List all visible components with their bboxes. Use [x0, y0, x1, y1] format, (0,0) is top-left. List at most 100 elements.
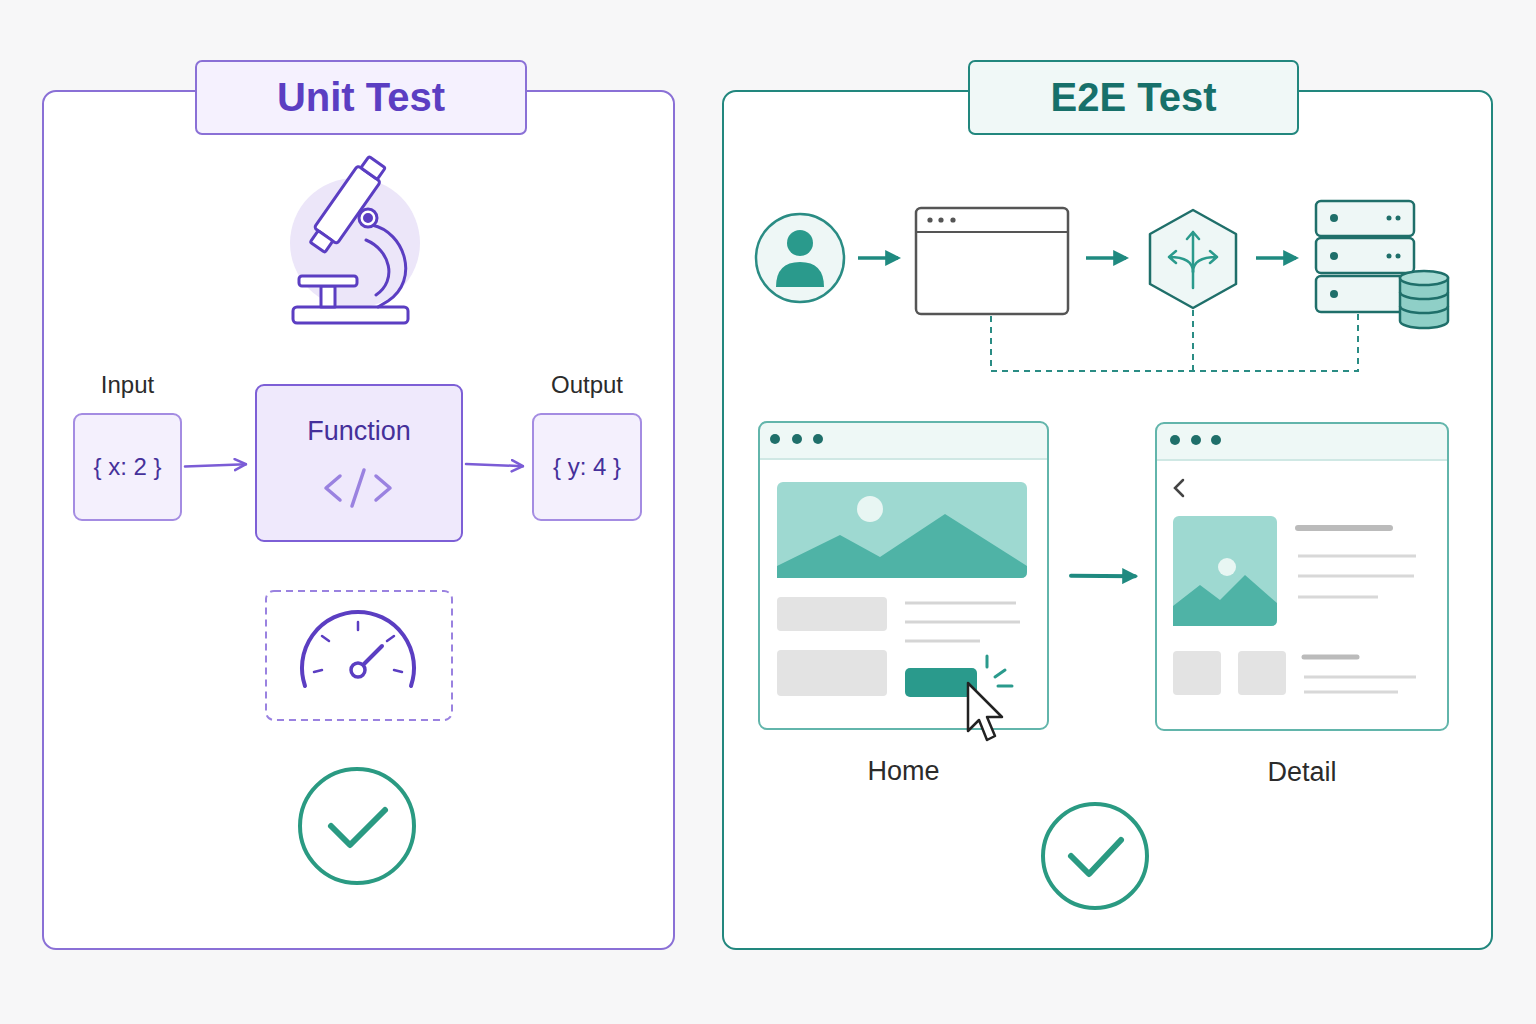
panel-title: Unit Test: [195, 60, 527, 135]
io-value: { x: 2 }: [75, 415, 180, 519]
hero-image: [777, 482, 1027, 578]
user-circle: [756, 214, 844, 302]
image-mountains: [777, 514, 1027, 578]
placeholder-block: [777, 597, 887, 631]
placeholder-block: [1173, 651, 1221, 695]
placeholder-title: [1304, 655, 1357, 660]
split-arrow: [1169, 251, 1193, 272]
microscope-knob: [359, 209, 377, 227]
flow-arrow: [185, 464, 246, 466]
check-mark: [1071, 840, 1121, 874]
window-dot: [1211, 435, 1221, 445]
check-badge: [1043, 804, 1147, 908]
microscope-knob: [365, 215, 372, 222]
flow-arrow: [1256, 256, 1296, 260]
server-unit: [1316, 238, 1414, 273]
screen-label: Detail: [1127, 757, 1477, 788]
browser-dot: [950, 217, 955, 222]
gauge-needle: [358, 646, 382, 670]
browser-icon: [916, 208, 1068, 314]
server-unit: [1316, 201, 1414, 236]
browser-dot: [927, 217, 932, 222]
code-symbol: [326, 470, 390, 506]
microscope-arm: [366, 240, 389, 295]
dashed-link: [991, 310, 1358, 371]
user-icon: [756, 214, 844, 302]
flow-arrow: [1086, 256, 1126, 260]
check-mark: [331, 810, 385, 845]
placeholder-title: [1298, 525, 1390, 531]
screen-label: Home: [730, 756, 1077, 787]
microscope-objective: [310, 231, 333, 253]
microscope-tube: [314, 166, 381, 244]
microscope-pillar: [321, 286, 335, 307]
microscope-eyepiece: [361, 156, 385, 179]
detail-screen-content: [1170, 435, 1416, 695]
placeholder-lines: [905, 603, 1020, 641]
flow-arrow: [466, 464, 523, 466]
placeholder-lines: [1298, 556, 1416, 597]
dashed-frame: [266, 591, 452, 720]
window-dot: [813, 434, 823, 444]
gauge-arc: [302, 612, 414, 686]
input-box: Input{ x: 2 }: [73, 413, 182, 521]
server-unit: [1316, 276, 1414, 312]
check-circle: [1043, 804, 1147, 908]
window-dot: [792, 434, 802, 444]
router-icon: [1150, 210, 1236, 308]
server-led: [1387, 216, 1392, 221]
panel-title: E2E Test: [968, 60, 1299, 135]
database-ring: [1400, 292, 1448, 313]
test-panel: Unit TestInput{ x: 2 }FunctionOutput{ y:…: [42, 90, 675, 950]
image-sun: [1218, 558, 1236, 576]
server-led: [1330, 290, 1338, 298]
io-label: Input: [45, 371, 210, 399]
check-badge: [300, 769, 414, 883]
check-circle: [300, 769, 414, 883]
back-chevron: [1175, 480, 1183, 496]
server-led: [1330, 214, 1338, 222]
io-value: { y: 4 }: [534, 415, 640, 519]
screen-window: Detail: [1155, 422, 1449, 731]
code-bracket: [376, 476, 390, 500]
home-screen-content: [770, 434, 1027, 740]
test-panel: E2E TestHomeDetail: [722, 90, 1493, 950]
icon-backdrop: [290, 178, 420, 308]
database-top: [1400, 271, 1448, 285]
split-arrow: [1193, 251, 1217, 272]
window-dot: [1191, 435, 1201, 445]
image-sun: [857, 496, 883, 522]
server-led: [1396, 216, 1401, 221]
user-head: [787, 230, 813, 256]
microscope-icon: [290, 154, 420, 323]
flow-arrow: [1071, 574, 1135, 578]
microscope-stage: [299, 276, 357, 286]
click-burst: [987, 656, 1012, 686]
browser-frame: [916, 208, 1068, 314]
placeholder-block: [1238, 651, 1286, 695]
browser-bar: [916, 231, 1068, 233]
detail-image: [1173, 516, 1277, 626]
server-led: [1330, 252, 1338, 260]
placeholder-block: [777, 650, 887, 696]
server-icon: [1316, 201, 1448, 328]
window-dot: [1170, 435, 1180, 445]
output-box: Output{ y: 4 }: [532, 413, 642, 521]
mouse-cursor: [968, 683, 1002, 740]
split-arrow: [1187, 232, 1199, 288]
server-led: [1396, 254, 1401, 259]
function-box: Function: [255, 384, 463, 542]
microscope-arm: [372, 225, 406, 307]
image-mountains: [1173, 575, 1277, 626]
code-bracket: [326, 476, 340, 500]
code-slash: [352, 470, 364, 506]
gauge-ticks: [314, 622, 402, 672]
server-led: [1387, 254, 1392, 259]
database-body: [1400, 278, 1448, 328]
browser-dot: [938, 217, 943, 222]
speed-gauge: [302, 612, 414, 686]
flow-arrow: [858, 256, 898, 260]
placeholder-lines: [1304, 677, 1416, 692]
screen-window: Home: [758, 421, 1049, 730]
